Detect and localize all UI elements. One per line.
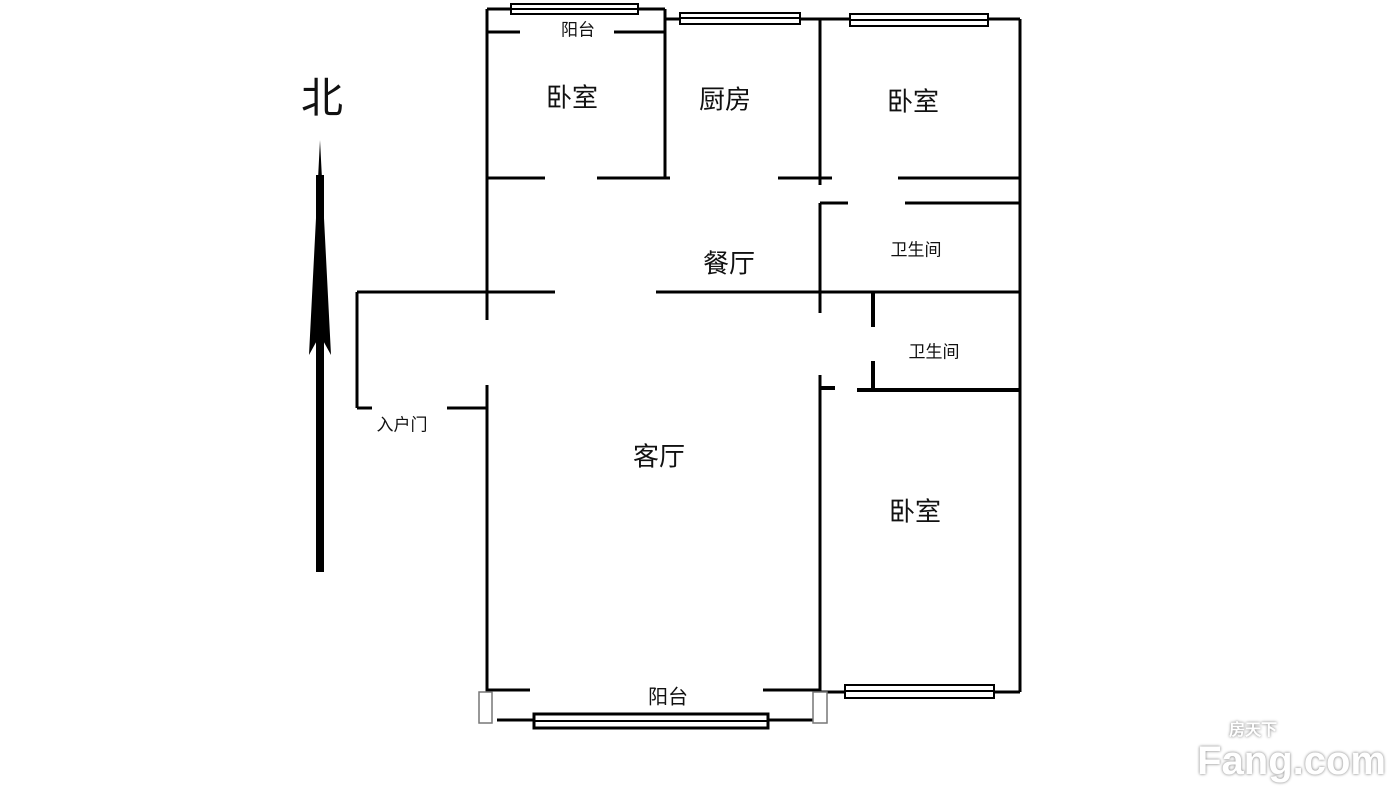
entrance-door-label: 入户门	[376, 415, 428, 436]
room-label-kitchen: 厨房	[698, 85, 752, 116]
fang-logo-watermark: 房天下 Fang.com	[1197, 722, 1386, 783]
windows	[478, 3, 995, 730]
watermark-cn: 房天下	[1229, 722, 1278, 739]
room-label-bedroom-nw: 卧室	[545, 83, 599, 114]
watermark-brand: Fang.com	[1197, 739, 1386, 783]
room-label-bedroom-se: 卧室	[888, 497, 942, 528]
room-label-bedroom-ne: 卧室	[886, 87, 940, 118]
north-arrow-icon	[309, 140, 331, 572]
compass-north-label: 北	[300, 73, 344, 123]
room-label-balcony-south: 阳台	[648, 684, 688, 709]
room-label-dining: 餐厅	[702, 249, 756, 280]
room-label-balcony-north: 阳台	[561, 20, 595, 41]
room-label-living: 客厅	[632, 442, 686, 473]
room-label-bathroom-2: 卫生间	[908, 342, 960, 363]
room-label-bathroom-1: 卫生间	[890, 240, 942, 261]
